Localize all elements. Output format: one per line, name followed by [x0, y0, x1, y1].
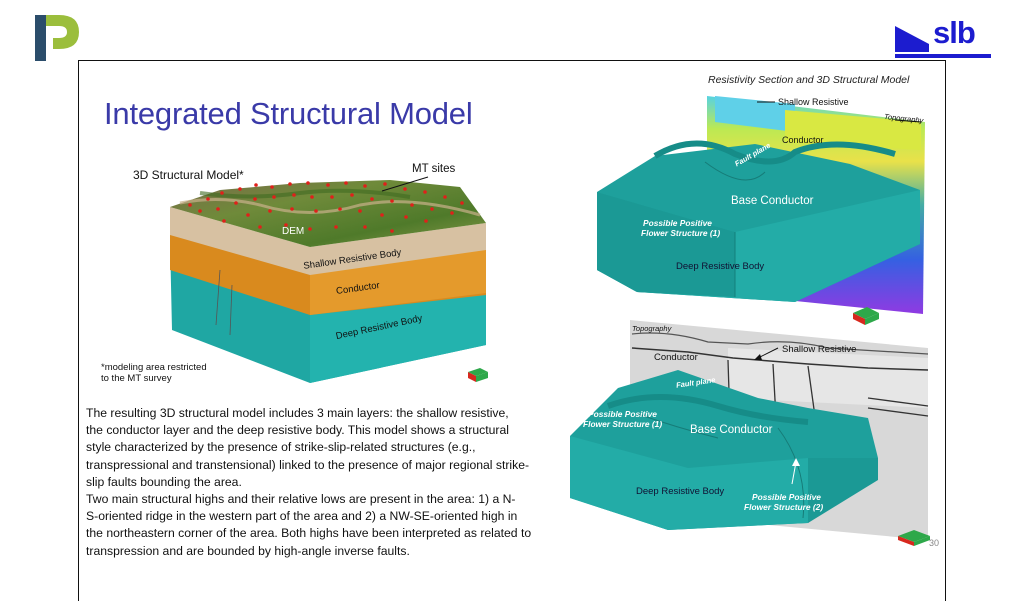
top-deep-resistive-label: Deep Resistive Body	[676, 261, 765, 272]
body-paragraph-1-line: transpressional and transtensional) link…	[86, 457, 530, 472]
top-base-conductor-label: Base Conductor	[731, 195, 814, 207]
top-flower-structure-line1: Possible Positive	[643, 218, 712, 228]
bottom-flower1-line1: Possible Positive	[588, 409, 657, 419]
footnote-line-2: to the MT survey	[101, 373, 172, 384]
company-logo-left	[35, 15, 79, 61]
slb-logo-text: slb	[933, 15, 976, 50]
mt-sites-label: MT sites	[412, 163, 456, 175]
body-paragraph-1-line: The resulting 3D structural model includ…	[86, 406, 509, 420]
structural-model-3d-figure	[170, 176, 486, 383]
resistivity-section-title: Resistivity Section and 3D Structural Mo…	[708, 74, 910, 86]
bottom-flower2-line2: Flower Structure (2)	[744, 502, 824, 512]
body-paragraph-2-line: transpression and are bounded by high-an…	[86, 543, 410, 558]
dem-label: DEM	[282, 226, 305, 237]
bottom-deep-resistive-label: Deep Resistive Body	[636, 486, 725, 497]
slide-title: Integrated Structural Model	[104, 96, 473, 131]
orientation-cube-icon-bottom	[898, 530, 930, 546]
bottom-topography-label: Topography	[632, 324, 672, 333]
top-shallow-resistive-label: Shallow Resistive	[778, 97, 849, 107]
orientation-cube-icon	[468, 368, 488, 382]
body-paragraph-1-line: slip faults bounding the area.	[86, 474, 242, 489]
body-paragraph-1-line: style characterized by the presence of s…	[86, 440, 476, 455]
resistivity-section-bottom-figure	[570, 320, 929, 540]
page-number: 30	[929, 538, 940, 548]
bottom-shallow-resistive-label: Shallow Resistive	[782, 344, 857, 355]
top-flower-structure-line2: Flower Structure (1)	[641, 228, 721, 238]
body-paragraph-1-line: the conductor layer and the deep resisti…	[86, 423, 509, 438]
bottom-flower2-line1: Possible Positive	[752, 492, 821, 502]
bottom-conductor-label: Conductor	[654, 352, 698, 363]
content-frame	[78, 60, 946, 601]
resistivity-section-top-figure	[597, 96, 925, 314]
footnote-line-1: *modeling area restricted	[101, 362, 207, 373]
orientation-cube-icon-top	[853, 307, 879, 325]
bottom-flower1-line2: Flower Structure (1)	[583, 419, 663, 429]
top-conductor-label: Conductor	[782, 135, 824, 145]
body-paragraph-1: The resulting 3D structural model includ…	[86, 405, 566, 491]
slb-logo: slb	[893, 15, 993, 60]
body-paragraph-2-line: the northeastern corner of the area. Bot…	[86, 526, 532, 541]
bottom-base-conductor-label: Base Conductor	[690, 424, 773, 436]
body-paragraph-2-line: Two main structural highs and their rela…	[86, 492, 516, 506]
body-paragraph-2: Two main structural highs and their rela…	[86, 491, 566, 560]
body-paragraph-2-line: S-oriented ridge in the western part of …	[86, 509, 518, 524]
structural-model-caption: 3D Structural Model*	[133, 168, 244, 182]
